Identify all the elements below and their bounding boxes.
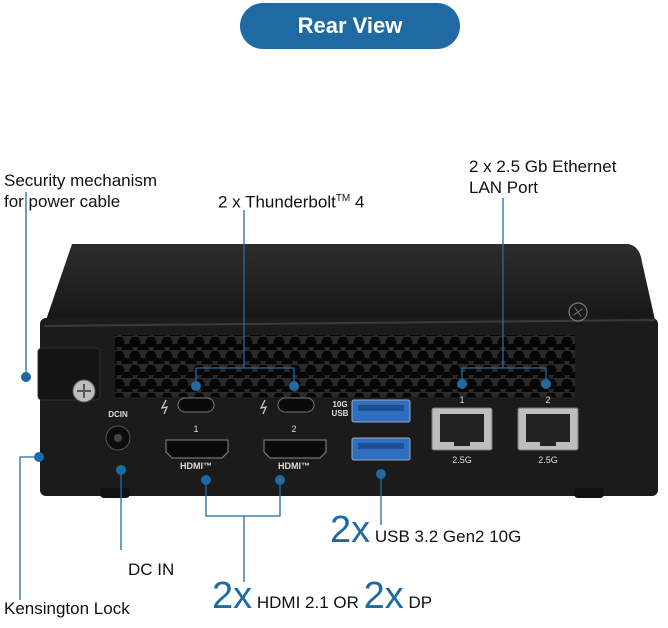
lan-1-speed: 2.5G (452, 455, 472, 465)
usb-label: 2x USB 3.2 Gen2 10G (330, 509, 522, 551)
callout-lan (461, 198, 547, 384)
dc-in-label: DC IN (128, 560, 175, 579)
hdmi-port-1 (165, 439, 229, 459)
vent-grille (115, 335, 575, 397)
logo-icon (568, 302, 588, 322)
hdmi-dp-label: 2x HDMI 2.1 OR 2x DP (212, 575, 433, 617)
lan-port-2 (517, 407, 579, 451)
lan-2-number: 2 (545, 395, 550, 405)
hdmi-1-number: 1 (193, 424, 198, 434)
device-top (44, 244, 655, 326)
dcin-text: DCIN (108, 410, 128, 419)
usb-badge-bottom: USB (332, 409, 349, 418)
hdmi-2-logo: HDMI™ (278, 461, 310, 471)
lan-1-number: 1 (459, 395, 464, 405)
callout-kensington (19, 456, 38, 600)
callout-dots (21, 372, 551, 485)
usb-badge-top: 10G (332, 400, 347, 409)
rear-view-title: Rear View (240, 3, 460, 49)
callout-lines (19, 192, 547, 600)
kensington-label: Kensington Lock (4, 599, 130, 618)
thunderbolt-label: 2 x ThunderboltTM 4 (218, 192, 365, 212)
security-label: Security mechanism for power cable (4, 171, 158, 211)
thunderbolt-port-1 (160, 397, 215, 415)
callout-thunderbolt (195, 210, 295, 386)
hdmi-port-2 (263, 439, 327, 459)
ethernet-label: 2 x 2.5 Gb Ethernet LAN Port (469, 157, 617, 197)
thunderbolt-port-2 (259, 397, 315, 415)
hdmi-2-number: 2 (291, 424, 296, 434)
lan-2-speed: 2.5G (538, 455, 558, 465)
hdmi-1-logo: HDMI™ (180, 461, 212, 471)
lan-port-1 (431, 407, 493, 451)
callout-hdmi (205, 480, 281, 582)
